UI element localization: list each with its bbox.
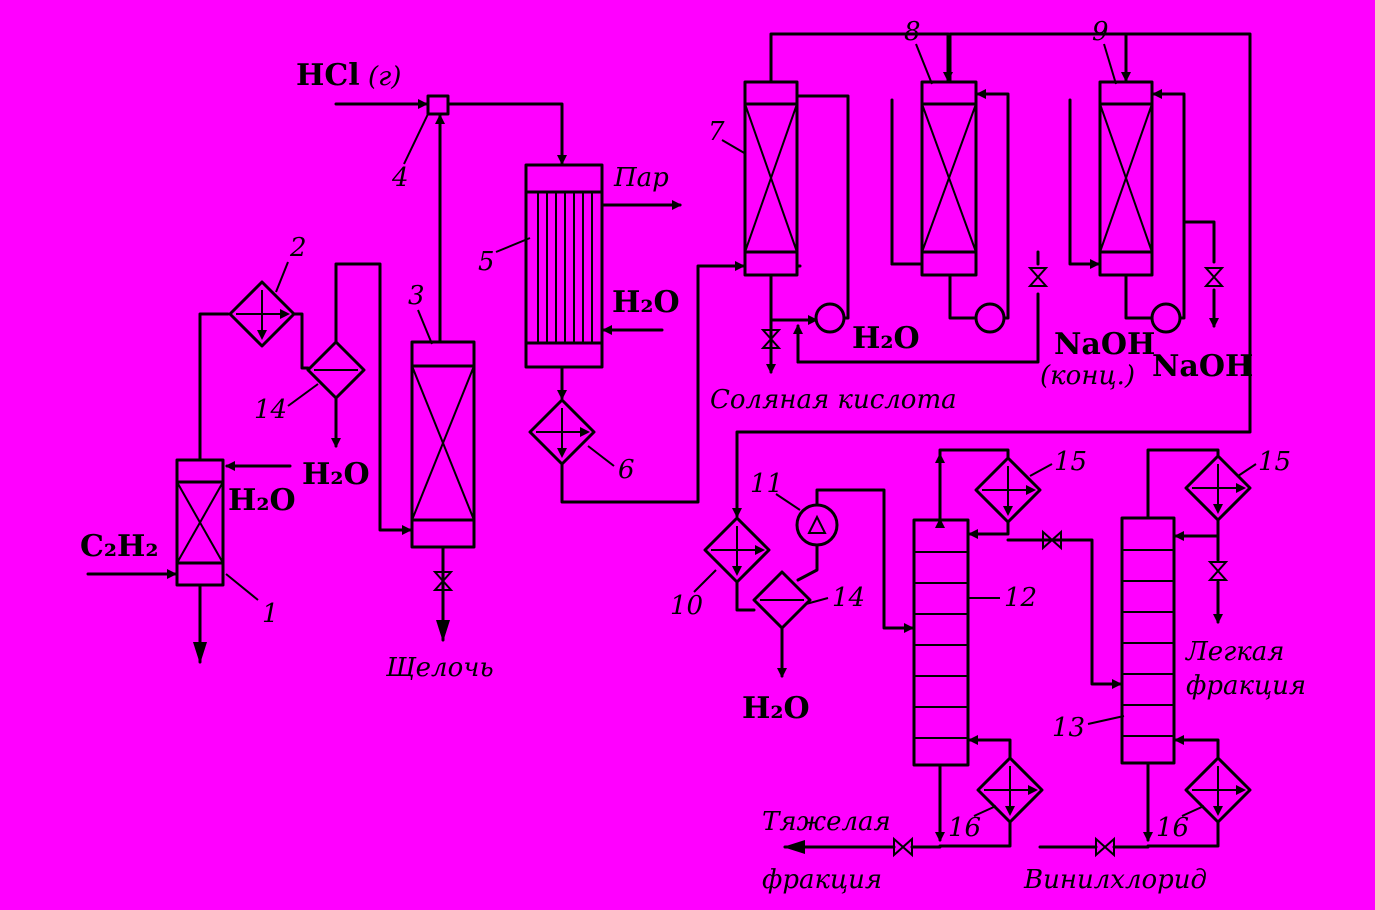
label-heavy-fraction-2: фракция [762, 865, 882, 895]
num-14-left: 14 [254, 395, 287, 425]
label-h2o-10: H₂O [742, 691, 810, 726]
label-h2o-7: H₂O [852, 321, 920, 356]
num-4: 4 [391, 163, 409, 193]
label-hydrochloric-acid: Соляная кислота [710, 385, 957, 415]
valves [432, 267, 1229, 858]
num-14-right: 14 [832, 583, 865, 613]
label-hcl: HCl [296, 58, 360, 93]
num-2: 2 [289, 233, 307, 263]
label-vinyl-chloride: Винилхлорид [1023, 865, 1207, 895]
label-h2o-1: H₂O [228, 483, 296, 518]
pump-7 [814, 302, 846, 334]
mixer-4 [426, 94, 450, 116]
num-16-right: 16 [1156, 813, 1189, 843]
pump-9 [1150, 302, 1182, 334]
column-9 [1098, 80, 1154, 277]
label-naoh-conc: NaOH [1054, 327, 1155, 362]
label-hcl-phase: (г) [368, 62, 401, 92]
num-6: 6 [618, 455, 635, 485]
reboiler-16-right [1184, 756, 1252, 824]
stream-labels: HCl (г) C₂H₂ H₂O H₂O Пар H₂O Щелочь Соля… [80, 58, 1306, 895]
num-3: 3 [408, 281, 425, 311]
reactor-5 [524, 163, 604, 369]
num-10: 10 [670, 591, 703, 621]
column-12 [912, 518, 970, 767]
label-c2h2: C₂H₂ [80, 529, 159, 564]
label-h2o-5: H₂O [612, 285, 680, 320]
num-12: 12 [1004, 583, 1037, 613]
column-1 [175, 458, 225, 587]
num-1: 1 [262, 599, 279, 629]
label-alkali: Щелочь [385, 653, 494, 683]
condenser-15-left [974, 456, 1042, 524]
heat-exchanger-6 [528, 398, 596, 466]
column-7 [743, 80, 799, 277]
pump-8 [974, 302, 1006, 334]
condenser-15-right [1184, 454, 1252, 522]
num-15-right: 15 [1258, 447, 1291, 477]
num-15-left: 15 [1054, 447, 1087, 477]
num-16-left: 16 [948, 813, 981, 843]
label-steam: Пар [613, 163, 669, 193]
label-naoh: NaOH [1152, 349, 1253, 384]
label-light-fraction-1: Легкая [1184, 637, 1284, 667]
equipment-numbers: 1 2 3 4 5 6 7 8 9 10 11 12 13 14 14 15 1… [225, 17, 1291, 843]
heat-exchanger-2 [228, 280, 296, 348]
label-naoh-conc-note: (конц.) [1040, 361, 1135, 391]
column-3 [410, 340, 476, 549]
num-7: 7 [708, 117, 725, 147]
separator-14-left [306, 340, 366, 400]
separator-14-right [752, 570, 812, 630]
reboiler-16-left [976, 756, 1044, 824]
compressor-11 [795, 503, 839, 547]
column-13 [1120, 516, 1176, 765]
column-8 [920, 80, 978, 277]
num-9: 9 [1092, 17, 1109, 47]
label-h2o-14: H₂O [302, 457, 370, 492]
label-heavy-fraction-1: Тяжелая [762, 807, 891, 837]
label-light-fraction-2: фракция [1186, 671, 1306, 701]
num-5: 5 [478, 247, 495, 277]
num-8: 8 [904, 17, 921, 47]
pipelines [86, 32, 1252, 854]
num-13: 13 [1052, 713, 1085, 743]
